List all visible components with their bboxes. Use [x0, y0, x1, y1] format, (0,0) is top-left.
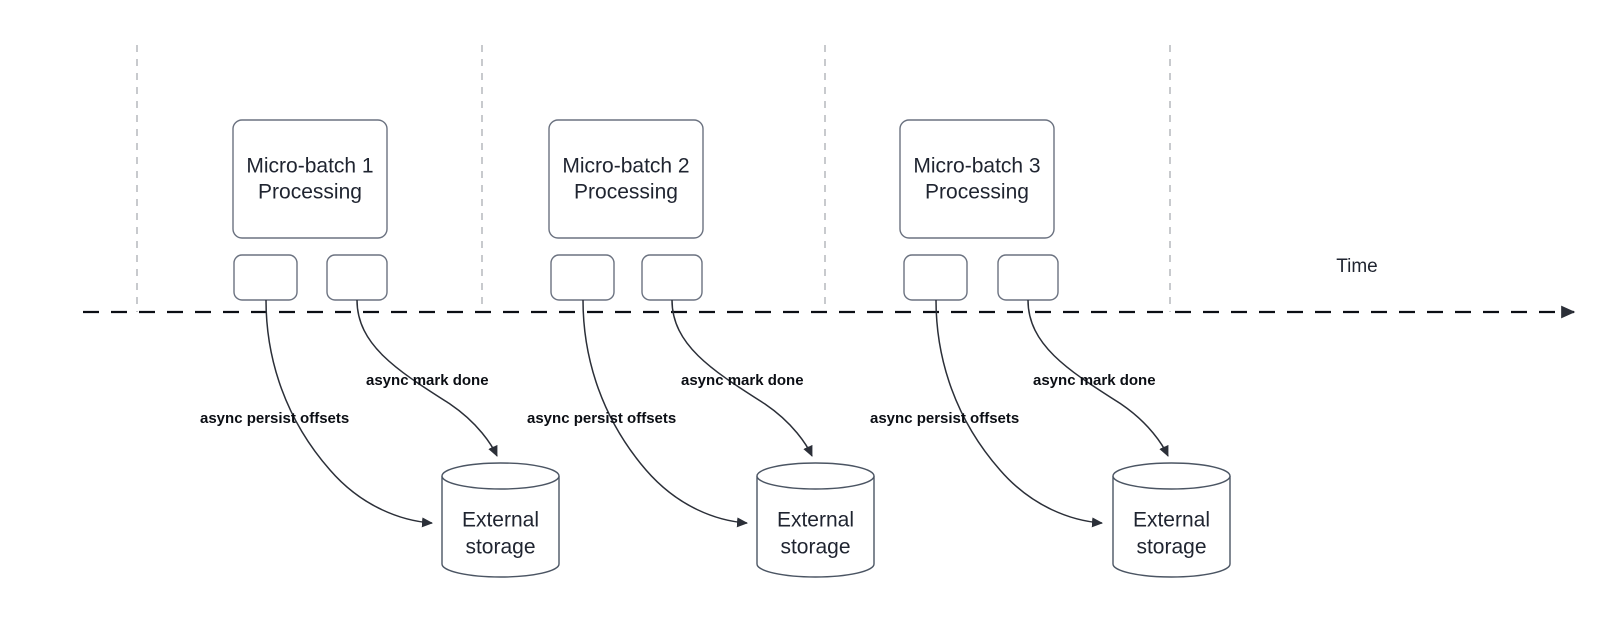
persist-offsets-label-3: async persist offsets	[870, 410, 1019, 427]
mark-done-label-1: async mark done	[366, 372, 489, 389]
storage-top-3	[1112, 462, 1231, 490]
micro-batch-box-3-line1: Micro-batch 3	[913, 155, 1040, 178]
storage-body-3	[1112, 476, 1231, 578]
persist-offsets-curve-2	[582, 299, 748, 528]
persist-offsets-curve-3	[935, 299, 1103, 528]
mark-done-curve-3	[1027, 299, 1169, 457]
markdone-task-box-3[interactable]	[997, 254, 1059, 301]
guide-lines	[136, 45, 1171, 312]
persist-offsets-label-2: async persist offsets	[527, 410, 676, 427]
mark-done-label-3: async mark done	[1033, 372, 1156, 389]
micro-batch-box-1[interactable]: Micro-batch 1 Processing	[232, 119, 388, 239]
external-storage-cylinder-3[interactable]: External storage	[1112, 462, 1231, 578]
micro-batch-box-1-line1: Micro-batch 1	[246, 155, 373, 178]
storage-label-3-line2: storage	[1136, 536, 1206, 559]
time-axis-label: Time	[1336, 256, 1378, 277]
storage-body-1	[441, 476, 560, 578]
time-axis: Time	[83, 256, 1576, 319]
micro-batch-box-2[interactable]: Micro-batch 2 Processing	[548, 119, 704, 239]
micro-batch-box-2-rect[interactable]	[548, 119, 704, 239]
storage-label-1-line2: storage	[465, 536, 535, 559]
micro-batch-box-2-line2: Processing	[574, 181, 678, 204]
storage-label-2-line2: storage	[780, 536, 850, 559]
persist-task-box-3[interactable]	[903, 254, 968, 301]
storage-top-1	[441, 462, 560, 490]
micro-batch-box-1-rect[interactable]	[232, 119, 388, 239]
mark-done-curve-1	[356, 299, 498, 457]
external-storage-cylinder-1[interactable]: External storage	[441, 462, 560, 578]
markdone-task-box-1[interactable]	[326, 254, 388, 301]
storage-body-2	[756, 476, 875, 578]
storage-label-3-line1: External	[1133, 509, 1210, 532]
persist-offsets-curve-1	[265, 299, 433, 528]
micro-batch-box-3[interactable]: Micro-batch 3 Processing	[899, 119, 1055, 239]
markdone-task-box-2[interactable]	[641, 254, 703, 301]
micro-batch-group-1: Micro-batch 1 Processing async persist o…	[200, 119, 560, 578]
storage-label-2-line1: External	[777, 509, 854, 532]
micro-batch-box-1-line2: Processing	[258, 181, 362, 204]
storage-label-1-line1: External	[462, 509, 539, 532]
micro-batch-box-3-rect[interactable]	[899, 119, 1055, 239]
mark-done-label-2: async mark done	[681, 372, 804, 389]
micro-batch-group-2: Micro-batch 2 Processing async persist o…	[527, 119, 875, 578]
persist-offsets-label-1: async persist offsets	[200, 410, 349, 427]
storage-top-2	[756, 462, 875, 490]
mark-done-curve-2	[671, 299, 813, 457]
persist-task-box-2[interactable]	[550, 254, 615, 301]
persist-task-box-1[interactable]	[233, 254, 298, 301]
micro-batch-group-3: Micro-batch 3 Processing async persist o…	[870, 119, 1231, 578]
micro-batch-box-2-line1: Micro-batch 2	[562, 155, 689, 178]
micro-batch-box-3-line2: Processing	[925, 181, 1029, 204]
external-storage-cylinder-2[interactable]: External storage	[756, 462, 875, 578]
